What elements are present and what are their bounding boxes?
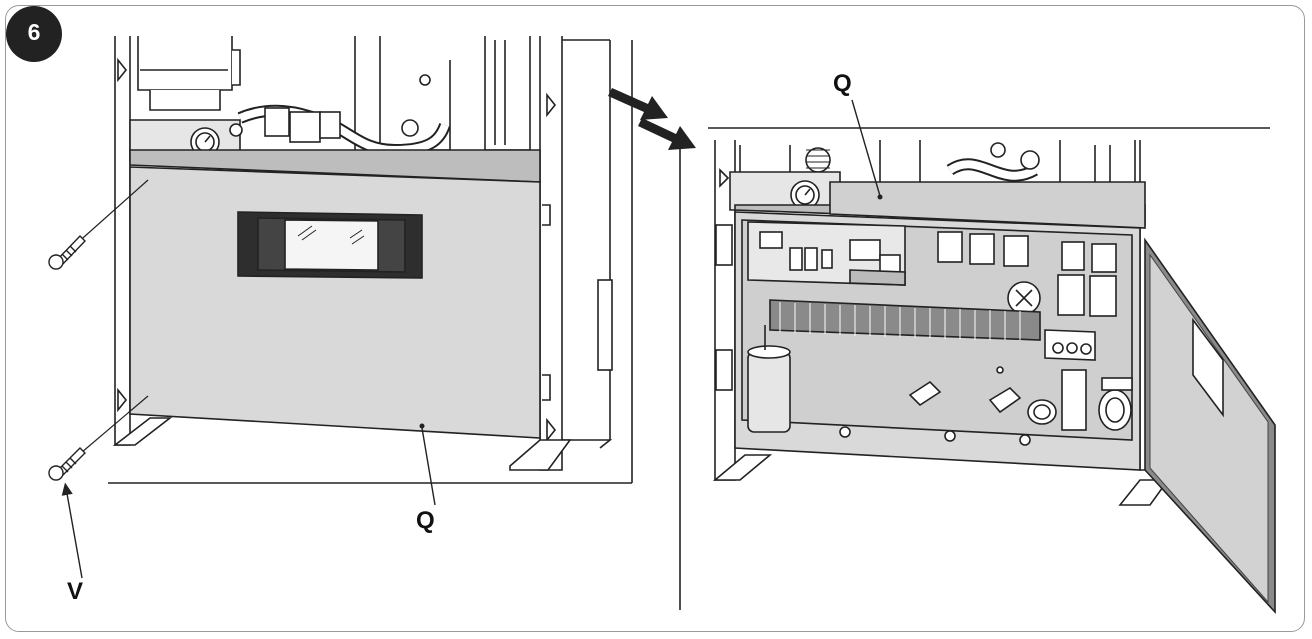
callout-q-left: Q — [416, 507, 435, 534]
screw-v-upper — [48, 179, 149, 270]
callout-q-left-leader — [421, 427, 436, 506]
callout-q-right: Q — [833, 70, 852, 97]
right-view-open-cover — [679, 127, 1276, 615]
step-number: 6 — [27, 19, 41, 45]
callout-q-right-leader — [851, 99, 881, 197]
screw-v-lower — [48, 395, 149, 481]
callout-q-left-dot — [419, 423, 425, 429]
figure-frame — [5, 5, 1305, 632]
step-badge — [6, 6, 62, 62]
callout-q-right-dot — [877, 194, 883, 200]
callout-v-leader — [61, 482, 83, 579]
transition-arrows — [608, 88, 696, 150]
left-view-closed-cover — [108, 36, 633, 484]
callout-v: V — [67, 578, 84, 605]
